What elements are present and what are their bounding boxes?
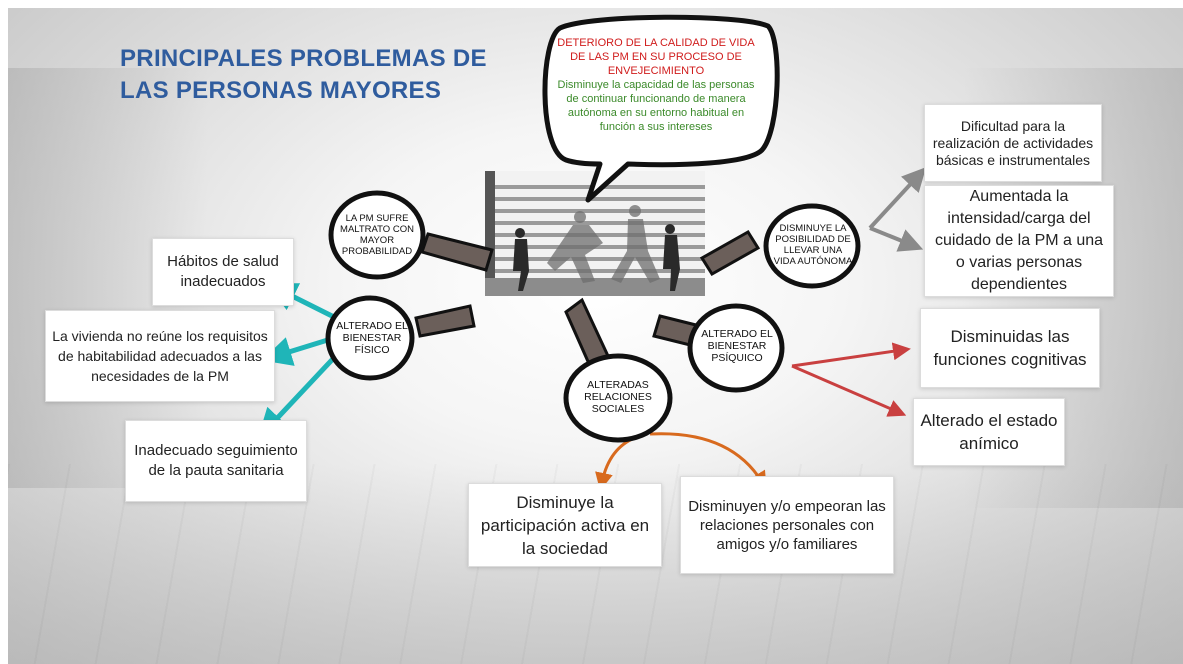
page-title: PRINCIPALES PROBLEMAS DE LAS PERSONAS MA… bbox=[120, 45, 487, 104]
speech-bubble: DETERIORO DE LA CALIDAD DE VIDA DE LAS P… bbox=[556, 36, 756, 134]
box-cognitivas: Disminuidas las funciones cognitivas bbox=[920, 308, 1100, 388]
silhouettes-icon bbox=[513, 205, 680, 291]
gray-arrows bbox=[868, 167, 927, 252]
magnifier-relaciones-sociales: ALTERADAS RELACIONES SOCIALES bbox=[584, 379, 652, 415]
red-arrows bbox=[791, 342, 911, 417]
box-relaciones: Disminuyen y/o empeoran las relaciones p… bbox=[680, 476, 894, 574]
box-carga: Aumentada la intensidad/carga del cuidad… bbox=[924, 185, 1114, 297]
box-vivienda: La vivienda no reúne los requisitos de h… bbox=[45, 310, 275, 402]
magnifier-bienestar-psiquico: ALTERADO EL BIENESTAR PSÍQUICO bbox=[701, 328, 773, 364]
magnifier-bienestar-fisico: ALTERADO EL BIENESTAR FÍSICO bbox=[336, 320, 408, 356]
box-dificultad: Dificultad para la realización de activi… bbox=[924, 104, 1102, 182]
bubble-heading: DETERIORO DE LA CALIDAD DE VIDA DE LAS P… bbox=[557, 37, 755, 77]
box-participacion: Disminuye la participación activa en la … bbox=[468, 483, 662, 567]
magnifier-maltrato: LA PM SUFRE MALTRATO CON MAYOR PROBABILI… bbox=[340, 213, 414, 257]
magnifier-lenses bbox=[325, 190, 861, 443]
box-seguimiento: Inadecuado seguimiento de la pauta sanit… bbox=[125, 420, 307, 502]
box-animico: Alterado el estado anímico bbox=[913, 398, 1065, 466]
elderly-photo bbox=[485, 171, 705, 296]
bubble-body: Disminuye la capacidad de las personas d… bbox=[557, 79, 755, 133]
box-habitos: Hábitos de salud inadecuados bbox=[152, 238, 294, 306]
magnifier-autonomia: DISMINUYE LA POSIBILIDAD DE LLEVAR UNA V… bbox=[773, 223, 853, 267]
